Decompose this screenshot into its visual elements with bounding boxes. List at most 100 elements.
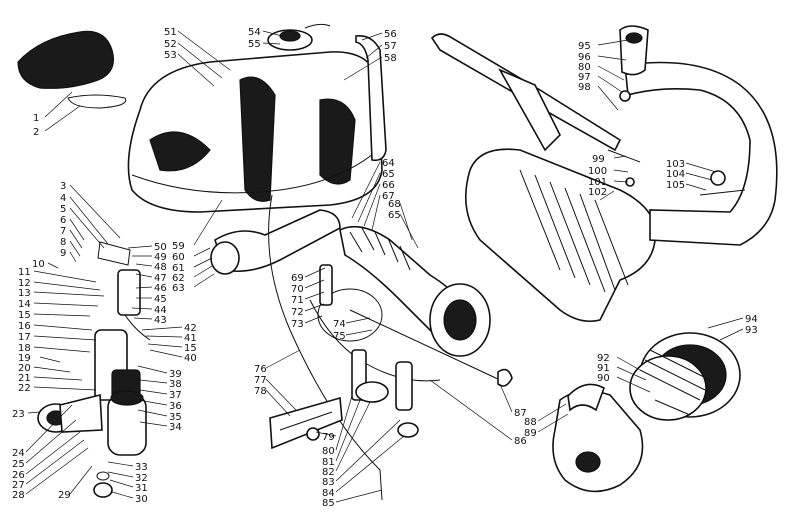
exhaust-silencer-part: [430, 25, 778, 323]
control-cables-part: [268, 194, 513, 501]
callout-24: 24: [12, 448, 25, 459]
carburettor-part: [37, 241, 151, 498]
callout-80a: 80: [322, 446, 335, 457]
callout-43: 43: [154, 315, 167, 326]
callout-60: 60: [172, 252, 185, 263]
callout-44: 44: [154, 305, 167, 316]
callout-35: 35: [169, 412, 182, 423]
callout-2: 2: [33, 127, 39, 138]
callout-25: 25: [12, 459, 25, 470]
callout-34: 34: [169, 422, 182, 433]
callout-50: 50: [154, 242, 167, 253]
callout-20: 20: [18, 363, 31, 374]
callout-28: 28: [12, 490, 25, 501]
callout-91: 91: [597, 363, 610, 374]
callout-84: 84: [322, 488, 335, 499]
callout-102: 102: [588, 187, 607, 198]
callout-4: 4: [60, 193, 66, 204]
callout-8: 8: [60, 237, 66, 248]
callout-33: 33: [135, 462, 148, 473]
callout-1: 1: [33, 113, 39, 124]
callout-93: 93: [745, 325, 758, 336]
callout-29: 29: [58, 490, 71, 501]
callout-85: 85: [322, 498, 335, 509]
callout-11: 11: [18, 267, 31, 278]
callout-103: 103: [666, 159, 685, 170]
callout-10: 10: [32, 259, 45, 270]
fuel-tank-part: [127, 23, 387, 213]
callout-70: 70: [291, 284, 304, 295]
callout-72: 72: [291, 307, 304, 318]
callout-100: 100: [588, 166, 607, 177]
air-duct-part: [210, 209, 491, 357]
callout-13: 13: [18, 288, 31, 299]
callout-52: 52: [164, 39, 177, 50]
callout-12: 12: [18, 278, 31, 289]
callout-92: 92: [597, 353, 610, 364]
callout-30: 30: [135, 494, 148, 505]
callout-89: 89: [524, 428, 537, 439]
callout-47: 47: [154, 273, 167, 284]
callout-73: 73: [291, 319, 304, 330]
callout-57: 57: [384, 41, 397, 52]
callout-63: 63: [172, 283, 185, 294]
callout-87: 87: [514, 408, 527, 419]
callout-51: 51: [164, 27, 177, 38]
callout-55: 55: [248, 39, 261, 50]
callout-80b: 80: [578, 62, 591, 73]
callout-53: 53: [164, 50, 177, 61]
callout-68: 68: [388, 199, 401, 210]
callout-58: 58: [384, 53, 397, 64]
callout-82: 82: [322, 467, 335, 478]
callout-71: 71: [291, 295, 304, 306]
callout-26: 26: [12, 470, 25, 481]
callout-54: 54: [248, 27, 261, 38]
callout-38: 38: [169, 379, 182, 390]
callout-78: 78: [254, 386, 267, 397]
callout-88: 88: [524, 417, 537, 428]
callout-40: 40: [184, 353, 197, 364]
callout-74: 74: [333, 319, 346, 330]
callout-36: 36: [169, 401, 182, 412]
callout-66: 66: [382, 180, 395, 191]
callout-79: 79: [322, 432, 335, 443]
callout-94: 94: [745, 314, 758, 325]
leader-lines: [25, 30, 744, 503]
callout-96: 96: [578, 52, 591, 63]
callout-41: 41: [184, 333, 197, 344]
callout-65a: 65: [382, 169, 395, 180]
callout-77: 77: [254, 375, 267, 386]
callout-17: 17: [18, 332, 31, 343]
callout-32: 32: [135, 473, 148, 484]
callout-76: 76: [254, 364, 267, 375]
callout-labels: 1 2 3 4 5 6 7 8 9 10 11 12 13 14 15 16 1…: [12, 27, 758, 509]
callout-61: 61: [172, 263, 185, 274]
callout-9: 9: [60, 248, 66, 259]
callout-75: 75: [333, 331, 346, 342]
callout-48: 48: [154, 262, 167, 273]
callout-83: 83: [322, 477, 335, 488]
callout-45: 45: [154, 294, 167, 305]
callout-23: 23: [12, 409, 25, 420]
callout-69: 69: [291, 273, 304, 284]
callout-18: 18: [18, 343, 31, 354]
callout-86: 86: [514, 436, 527, 447]
callout-37: 37: [169, 390, 182, 401]
callout-64: 64: [382, 158, 395, 169]
callout-19: 19: [18, 353, 31, 364]
callout-15: 15: [18, 310, 31, 321]
callout-7: 7: [60, 226, 66, 237]
callout-22: 22: [18, 383, 31, 394]
callout-6: 6: [60, 215, 66, 226]
callout-31: 31: [135, 483, 148, 494]
callout-59: 59: [172, 241, 185, 252]
callout-104: 104: [666, 169, 685, 180]
callout-21: 21: [18, 373, 31, 384]
callout-16: 16: [18, 321, 31, 332]
callout-105: 105: [666, 180, 685, 191]
callout-97: 97: [578, 72, 591, 83]
air-filter-part: [552, 332, 741, 493]
callout-101: 101: [588, 177, 607, 188]
callout-56: 56: [384, 29, 397, 40]
